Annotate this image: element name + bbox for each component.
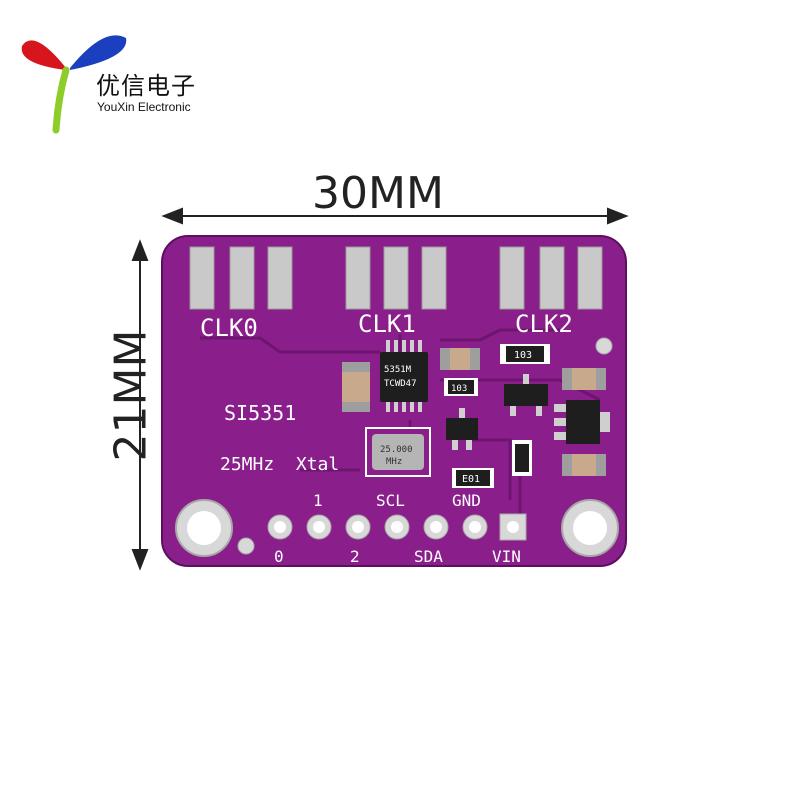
resistor-103-middle: 103 [444,378,478,396]
resistor-103-top: 103 [500,344,550,364]
clk0-label: CLK0 [200,314,258,342]
pin-label-1: 1 [313,491,323,510]
brand-logo-icon [21,35,127,134]
right-capacitor-top [562,368,606,390]
voltage-regulator [554,400,610,444]
width-dimension-label: 30MM [312,168,444,219]
fiducial-top-right [595,337,613,355]
transistor-right [504,374,548,416]
bottom-smd-marking: E01 [462,474,480,485]
fiducial-bottom-left [237,537,255,555]
resistor-top-marking: 103 [514,350,532,361]
clock-edge-pads [189,246,603,310]
pin-label-sda: SDA [414,547,443,566]
mounting-hole-left [175,499,233,557]
pin-label-gnd: GND [452,491,481,510]
crystal-marking-line2: MHz [386,457,402,467]
chip-name-label: SI5351 [224,401,296,425]
chip-marking-line1: 5351M [384,365,412,375]
mounting-hole-right [561,499,619,557]
pin-label-vin: VIN [492,547,521,566]
brand-name-english: YouXin Electronic [97,100,191,114]
pin-label-0: 0 [274,547,284,566]
header-pins [267,513,527,541]
right-capacitor-bottom [562,454,606,476]
crystal-marking-line1: 25.000 [380,445,413,455]
height-dimension-arrow [131,239,149,571]
resistor-middle-marking: 103 [451,384,467,394]
crystal-freq-label: 25MHz Xtal [220,454,339,475]
crystal-oscillator: 25.000 MHz [365,427,431,477]
width-dimension-arrow [161,207,629,225]
clk1-label: CLK1 [358,310,416,338]
bottom-smd-component: E01 [452,468,494,488]
brand-name-chinese: 优信电子 [96,72,196,100]
transistor-middle [446,408,478,450]
clk2-label: CLK2 [515,310,573,338]
left-capacitor [342,362,370,412]
top-capacitor [440,348,480,370]
diode [512,440,532,476]
si5351-chip: 5351M TCWD47 [380,340,428,412]
pin-label-2: 2 [350,547,360,566]
chip-marking-line2: TCWD47 [384,379,417,389]
pin-label-scl: SCL [376,491,405,510]
